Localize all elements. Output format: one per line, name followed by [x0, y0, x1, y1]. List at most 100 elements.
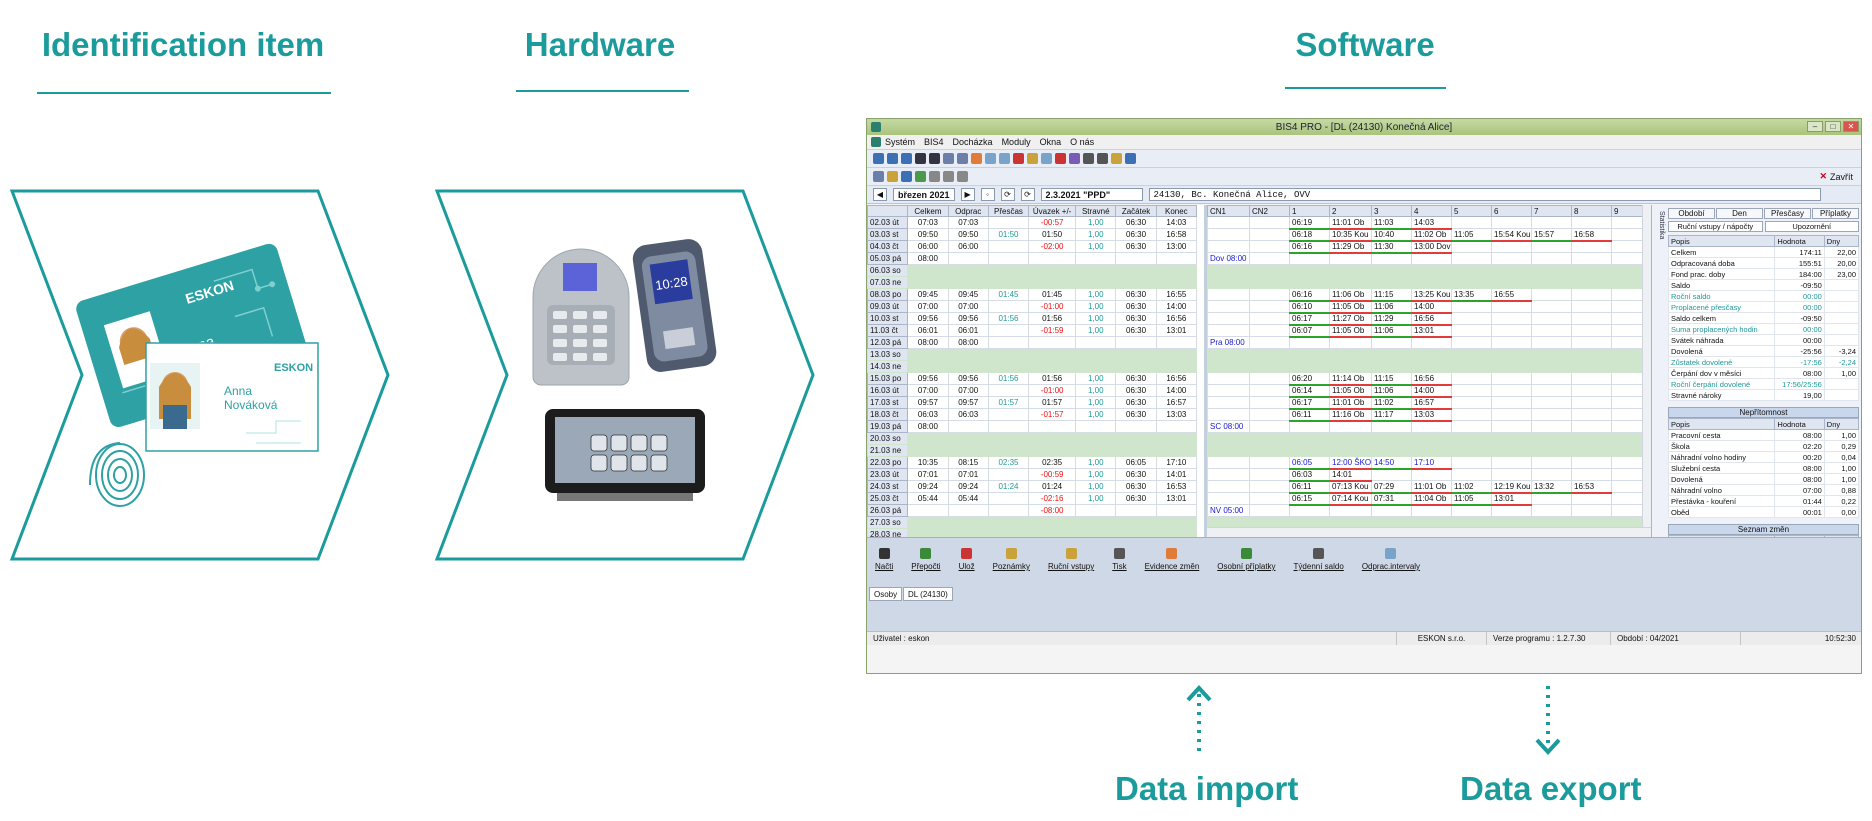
calendar-button[interactable]: ⟳ [1020, 188, 1035, 201]
menu-moduly[interactable]: Moduly [1001, 137, 1031, 147]
menu-o-nas[interactable]: O nás [1070, 137, 1095, 147]
toolbar-tool-icon[interactable] [999, 153, 1010, 164]
column-header[interactable]: 7 [1531, 205, 1572, 217]
toolbar-tool-icon[interactable] [1083, 153, 1094, 164]
bottom-button-3[interactable]: Poznámky [993, 548, 1030, 575]
toolbar-tool-icon[interactable] [1111, 153, 1122, 164]
warnings-button[interactable]: Upozornění [1764, 221, 1859, 232]
bottom-button-8[interactable]: Týdenní saldo [1294, 548, 1344, 575]
bottom-button-6[interactable]: Evidence změn [1145, 548, 1199, 575]
column-header[interactable]: 6 [1491, 205, 1532, 217]
column-header[interactable]: Dny [1823, 418, 1860, 430]
previous-month-button[interactable]: ◀ [873, 188, 887, 201]
tab-obdobi[interactable]: Období [1668, 208, 1715, 219]
toolbar-tool-icon[interactable] [901, 171, 912, 182]
table-row[interactable] [1207, 348, 1648, 361]
column-header[interactable]: CN2 [1249, 205, 1290, 217]
toolbar-tool-icon[interactable] [1097, 153, 1108, 164]
table-row[interactable]: 06.03 so [867, 264, 1198, 277]
toolbar-tool-icon[interactable] [873, 153, 884, 164]
toolbar-tool-icon[interactable] [1013, 153, 1024, 164]
column-header[interactable]: Stravné [1075, 205, 1117, 217]
toolbar-tool-icon[interactable] [985, 153, 996, 164]
toolbar-tool-icon[interactable] [957, 171, 968, 182]
toolbar-tool-icon[interactable] [943, 153, 954, 164]
column-header[interactable]: Přesčas [987, 205, 1030, 217]
table-row[interactable]: 13.03 so [867, 348, 1198, 361]
column-header[interactable]: Hodnota [1774, 235, 1825, 247]
next-month-button[interactable]: ▶ [960, 188, 975, 201]
manual-inputs-button[interactable]: Ruční vstupy / nápočty [1668, 221, 1763, 232]
toolbar-tool-icon[interactable] [1055, 153, 1066, 164]
column-header[interactable]: Popis [1667, 235, 1776, 247]
column-header[interactable]: Popis [1667, 418, 1776, 430]
column-header[interactable]: Dny [1823, 235, 1860, 247]
table-row[interactable] [1207, 360, 1648, 373]
column-header[interactable]: CN1 [1207, 205, 1250, 217]
column-header[interactable]: Celkem [907, 205, 949, 217]
table-row[interactable]: 07.03 ne [867, 276, 1198, 289]
column-header[interactable]: 2 [1329, 205, 1372, 217]
close-window-button[interactable]: ✕ [1843, 121, 1859, 132]
table-row[interactable]: 27.03 so [867, 516, 1198, 529]
table-row[interactable]: 20.03 so [867, 432, 1198, 445]
toolbar-tool-icon[interactable] [929, 171, 940, 182]
close-form-button[interactable]: ✕Zavřít [1819, 171, 1853, 182]
maximize-button[interactable]: □ [1825, 121, 1841, 132]
bottom-button-1[interactable]: Přepočti [911, 548, 941, 575]
menu-bis4[interactable]: BIS4 [924, 137, 944, 147]
column-header[interactable]: Konec [1155, 205, 1198, 217]
bottom-button-9[interactable]: Odprac.intervaly [1362, 548, 1420, 575]
toolbar-tool-icon[interactable] [1027, 153, 1038, 164]
person-field[interactable]: 24130, Bc. Konečná Alice, OVV [1148, 188, 1821, 201]
toolbar-tool-icon[interactable] [957, 153, 968, 164]
column-header[interactable]: Začátek [1115, 205, 1157, 217]
table-row[interactable] [1207, 444, 1648, 457]
bottom-button-7[interactable]: Osobní příplatky [1217, 548, 1276, 575]
minimize-button[interactable]: – [1807, 121, 1823, 132]
column-header[interactable]: 5 [1451, 205, 1492, 217]
bottom-button-2[interactable]: Ulož [959, 548, 975, 575]
table-row[interactable]: 21.03 ne [867, 444, 1198, 457]
toolbar-tool-icon[interactable] [1041, 153, 1052, 164]
statistics-vertical-tab[interactable]: Statistika [1658, 211, 1665, 240]
tab-prescasy[interactable]: Přesčasy [1764, 208, 1811, 219]
toolbar-tool-icon[interactable] [873, 171, 884, 182]
toolbar-tool-icon[interactable] [901, 153, 912, 164]
tab-dl-24130[interactable]: DL (24130) [903, 587, 953, 601]
toolbar-tool-icon[interactable] [971, 153, 982, 164]
previous-day-button[interactable]: ◦ [980, 188, 995, 201]
table-row[interactable]: 14.03 ne [867, 360, 1198, 373]
table-row[interactable] [1207, 276, 1648, 289]
column-header[interactable]: 4 [1411, 205, 1452, 217]
toolbar-tool-icon[interactable] [887, 153, 898, 164]
menu-dochazka[interactable]: Docházka [952, 137, 993, 147]
tab-priplatky[interactable]: Příplatky [1812, 208, 1859, 219]
toolbar-tool-icon[interactable] [1125, 153, 1136, 164]
toolbar-tool-icon[interactable] [929, 153, 940, 164]
